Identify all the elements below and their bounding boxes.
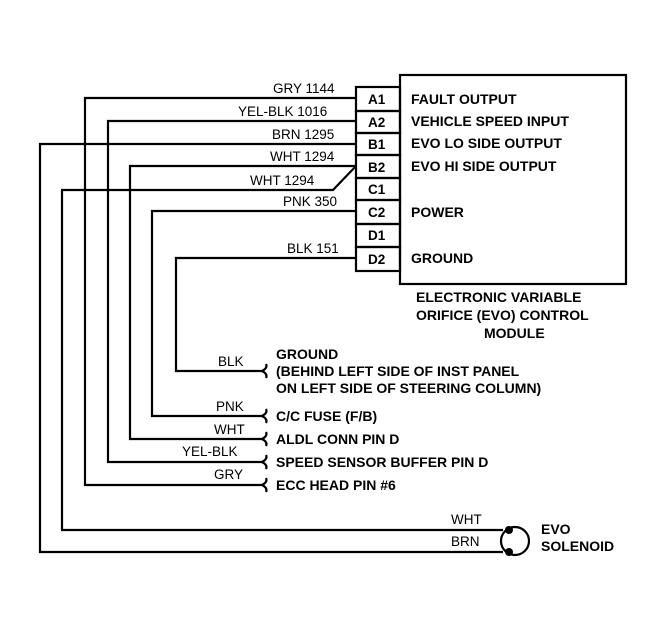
wire-wht-1294-aldl [128,164,356,441]
dest-wire-blk: BLK [218,354,244,369]
wire-gry-1144 [83,96,356,487]
dest-ground-line-2: (BEHIND LEFT SIDE OF INST PANEL [276,363,520,379]
connector-speed [261,454,268,470]
connector-aldl [261,431,268,447]
wire-label-brn-1295: BRN 1295 [272,127,334,142]
pin-id-d2: D2 [368,252,385,267]
dest-wire-wht: WHT [214,422,245,437]
module-caption-line-3: MODULE [484,325,545,341]
dest-wire-gry: GRY [214,467,243,482]
dest-wire-pnk: PNK [216,399,244,414]
wire-yel-blk-1016 [106,119,356,464]
wire-blk-151 [174,256,356,373]
pin-label-evo-hi-side-output: EVO HI SIDE OUTPUT [411,158,557,174]
evo-solenoid-body [499,525,531,557]
solenoid-terminal-bottom [505,548,513,556]
dest-ground-line-3: ON LEFT SIDE OF STEERING COLUMN) [276,380,541,396]
pin-id-c1: C1 [368,182,386,197]
wire-label-blk-151: BLK 151 [287,241,339,256]
pin-id-b1: B1 [368,137,386,152]
pin-label-vehicle-speed-input: VEHICLE SPEED INPUT [411,113,569,129]
dest-ecc-head: ECC HEAD PIN #6 [276,477,396,493]
module-caption-line-1: ELECTRONIC VARIABLE [416,289,581,305]
pin-id-a2: A2 [368,115,385,130]
pin-id-d1: D1 [368,228,386,243]
dest-aldl-conn: ALDL CONN PIN D [276,431,399,447]
pin-label-fault-output: FAULT OUTPUT [411,91,517,107]
pin-label-ground: GROUND [411,250,473,266]
solenoid-label-line-1: EVO [541,521,571,537]
dest-wire-yel-blk: YEL-BLK [182,444,238,459]
solenoid-terminal-top [505,526,513,534]
wire-label-wht-1294-b: WHT 1294 [250,173,315,188]
wire-brn-1295 [38,142,503,554]
wire-pnk-350 [150,209,356,418]
connector-ecc [261,477,268,493]
solenoid-wire-brn: BRN [451,534,480,549]
pin-label-evo-lo-side-output: EVO LO SIDE OUTPUT [411,135,562,151]
wire-label-yel-blk-1016: YEL-BLK 1016 [238,104,327,119]
wire-wht-1294-solenoid [60,165,503,532]
module-caption-line-2: ORIFICE (EVO) CONTROL [416,307,589,323]
pin-id-c2: C2 [368,205,385,220]
wire-label-pnk-350: PNK 350 [283,194,337,209]
solenoid-wire-wht: WHT [451,512,482,527]
pin-id-a1: A1 [368,92,386,107]
pin-label-power: POWER [411,204,464,220]
wire-label-gry-1144: GRY 1144 [273,81,335,96]
pin-id-b2: B2 [368,160,385,175]
connector-fuse [261,408,268,424]
dest-ground-line-1: GROUND [276,346,338,362]
connector-ground [261,363,268,379]
solenoid-label-line-2: SOLENOID [541,538,614,554]
dest-cc-fuse: C/C FUSE (F/B) [276,408,377,424]
wire-label-wht-1294-a: WHT 1294 [270,149,335,164]
dest-speed-sensor: SPEED SENSOR BUFFER PIN D [276,454,488,470]
